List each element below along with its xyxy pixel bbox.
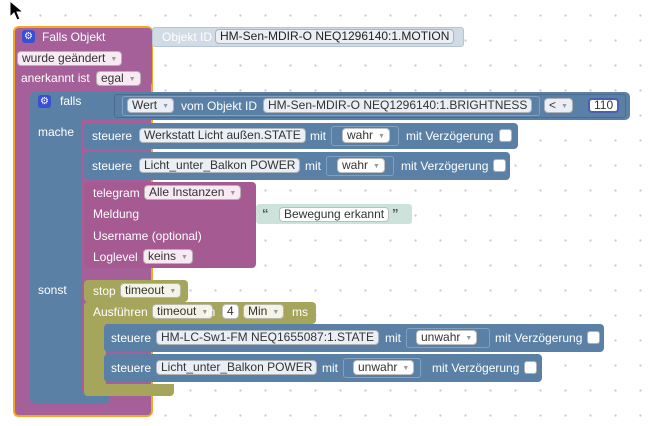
control-target-field[interactable]: Licht_unter_Balkon POWER bbox=[156, 360, 318, 375]
delay-checkbox[interactable] bbox=[499, 129, 512, 142]
control-target-field[interactable]: Werkstatt Licht außen.STATE bbox=[139, 128, 306, 143]
loglevel-label: Loglevel bbox=[93, 250, 138, 264]
username-label: Username (optional) bbox=[93, 229, 202, 243]
timeout-footer bbox=[84, 384, 174, 396]
sonst-label: sonst bbox=[38, 283, 67, 297]
control-label: steuere bbox=[92, 159, 133, 173]
timeout-unit-dropdown[interactable]: Min▼ bbox=[243, 304, 285, 319]
falls-label: falls bbox=[60, 94, 82, 108]
ack-dropdown[interactable]: egal▼ bbox=[96, 71, 141, 86]
timeout-timer-dropdown[interactable]: timeout▼ bbox=[152, 304, 214, 319]
in-label: in bbox=[206, 305, 216, 319]
stop-timer-dropdown[interactable]: timeout▼ bbox=[120, 283, 182, 298]
brightness-object-field[interactable]: HM-Sen-MDIR-O NEQ1296140:1.BRIGHTNESS bbox=[263, 98, 533, 113]
mit-label: mit bbox=[305, 159, 321, 173]
close-quote-icon: ” bbox=[392, 206, 399, 221]
bool-dropdown[interactable]: unwahr▼ bbox=[353, 360, 415, 375]
control-label: steuere bbox=[92, 129, 133, 143]
control-label: steuere bbox=[111, 331, 152, 345]
if-block-spine[interactable] bbox=[30, 92, 82, 402]
value-socket bbox=[331, 126, 399, 146]
control-target-field[interactable]: Licht_unter_Balkon POWER bbox=[139, 158, 301, 173]
control-target-field[interactable]: HM-LC-Sw1-FM NEQ1655087:1.STATE bbox=[156, 330, 379, 345]
trigger-dropdown[interactable]: wurde geändert▼ bbox=[17, 51, 123, 66]
mouse-pointer-icon bbox=[9, 0, 25, 21]
mache-label: mache bbox=[38, 125, 75, 139]
stop-label: stop bbox=[93, 284, 116, 298]
timeout-label: Ausführen bbox=[93, 305, 148, 319]
delay-label: mit Verzögerung bbox=[495, 331, 583, 345]
operator-dropdown[interactable]: <▼ bbox=[544, 98, 573, 113]
open-quote-icon: “ bbox=[262, 206, 269, 221]
delay-label: mit Verzögerung bbox=[401, 159, 489, 173]
delay-checkbox[interactable] bbox=[587, 331, 600, 344]
delay-checkbox[interactable] bbox=[524, 361, 537, 374]
trigger-title: Falls Objekt bbox=[42, 30, 106, 44]
timeout-amount-field[interactable]: 4 bbox=[222, 304, 239, 319]
value-socket bbox=[326, 156, 394, 176]
telegram-title: telegram bbox=[93, 186, 140, 200]
mit-label: mit bbox=[310, 129, 326, 143]
delay-label: mit Verzögerung bbox=[432, 361, 520, 375]
delay-label: mit Verzögerung bbox=[406, 129, 494, 143]
mit-label: mit bbox=[385, 331, 401, 345]
control-label: steuere bbox=[111, 361, 152, 375]
loglevel-dropdown[interactable]: keins▼ bbox=[143, 249, 193, 264]
ms-label: ms bbox=[292, 305, 308, 319]
value-dropdown[interactable]: Wert▼ bbox=[127, 98, 175, 113]
timeout-spine[interactable] bbox=[84, 302, 106, 396]
message-text-field[interactable]: Bewegung erkannt bbox=[279, 207, 390, 222]
from-object-label: vom Objekt ID bbox=[181, 99, 258, 113]
value-socket bbox=[343, 358, 421, 378]
if-block-footer bbox=[30, 392, 110, 403]
value-socket bbox=[406, 328, 490, 348]
ack-label: anerkannt ist bbox=[21, 71, 90, 85]
threshold-number[interactable]: 110 bbox=[588, 98, 620, 113]
gear-icon[interactable]: ⚙ bbox=[38, 95, 51, 108]
object-id-field[interactable]: HM-Sen-MDIR-O NEQ1296140:1.MOTION bbox=[215, 29, 455, 44]
bool-dropdown[interactable]: wahr▼ bbox=[337, 158, 385, 173]
bool-dropdown[interactable]: wahr▼ bbox=[342, 128, 390, 143]
trigger-footer bbox=[15, 404, 151, 415]
message-label: Meldung bbox=[93, 207, 140, 221]
telegram-instance-dropdown[interactable]: Alle Instanzen▼ bbox=[144, 185, 242, 200]
mit-label: mit bbox=[322, 361, 338, 375]
delay-checkbox[interactable] bbox=[493, 159, 506, 172]
object-id-label: Objekt ID bbox=[162, 30, 213, 44]
bool-dropdown[interactable]: unwahr▼ bbox=[416, 330, 478, 345]
gear-icon[interactable]: ⚙ bbox=[22, 30, 35, 43]
